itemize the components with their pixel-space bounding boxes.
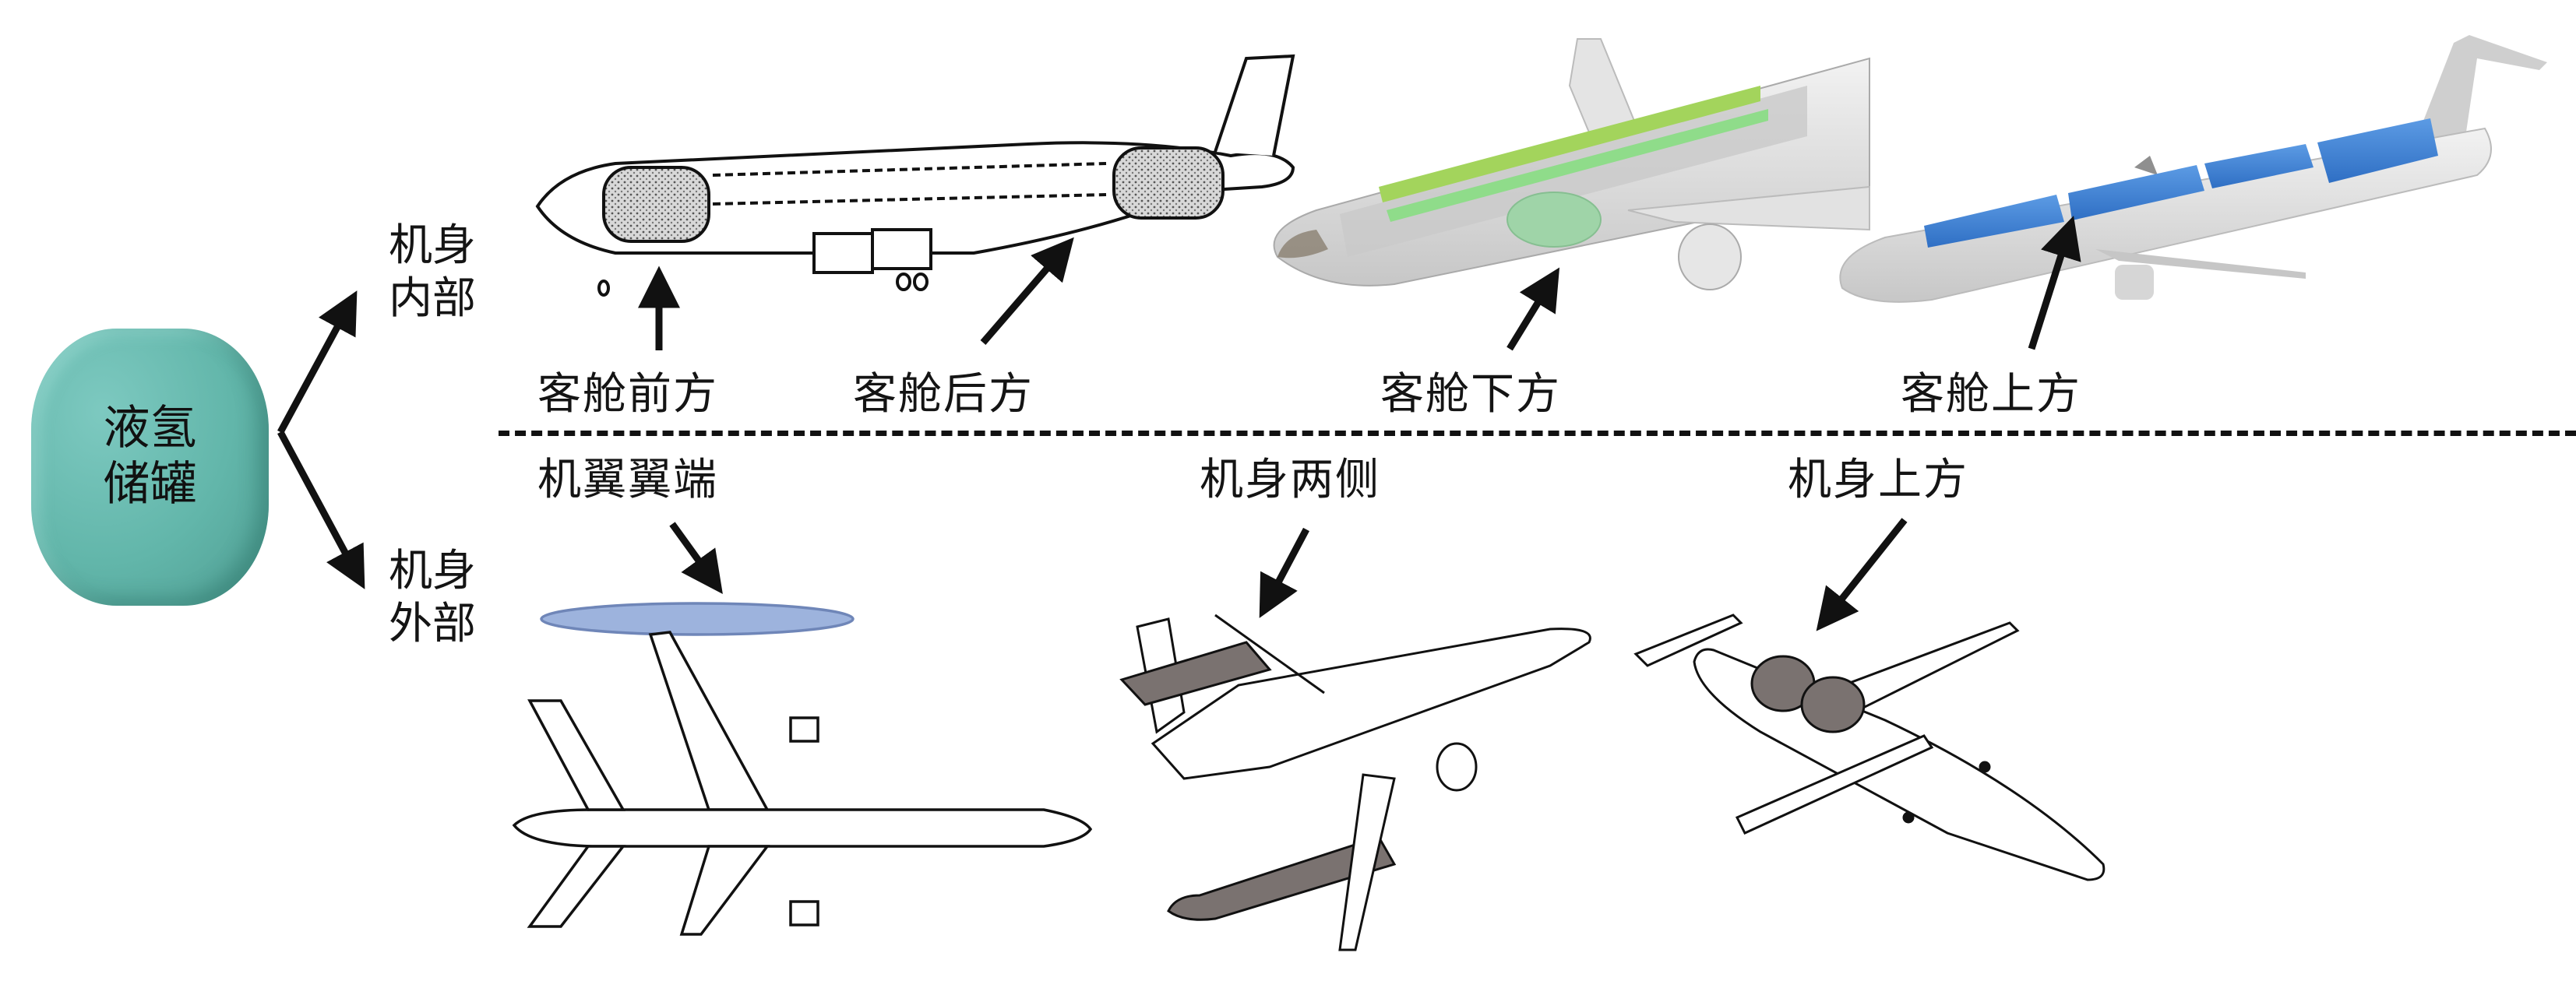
aircraft-fuselage-top: [1633, 614, 2106, 881]
aircraft-cabin-below: [1273, 38, 1870, 290]
arrow-fuselage-top: [1816, 518, 1908, 631]
liquid-hydrogen-tank: 液氢 储罐: [31, 329, 269, 606]
side-tank-lower: [1167, 835, 1397, 921]
branch-inside-line2: 内部: [389, 273, 476, 324]
front-tank: [602, 166, 710, 243]
section-divider: [499, 431, 2576, 436]
above-tank-3: [2204, 144, 2313, 188]
above-tank-4: [2317, 118, 2438, 183]
branch-outside-line2: 外部: [389, 599, 476, 649]
below-cabin-tank: [1506, 192, 1602, 248]
tank-label: 液氢 储罐: [31, 400, 269, 512]
label-cabin-below: 客舱下方: [1380, 369, 1561, 420]
tank-label-line2: 储罐: [103, 457, 197, 512]
arrow-wingtip: [669, 522, 723, 594]
arrow-to-outside: [277, 430, 365, 589]
label-wingtip: 机翼翼端: [537, 455, 718, 505]
arrow-cabin-above: [2028, 216, 2081, 350]
branch-inside-line1: 机身: [389, 220, 476, 271]
tank-label-line1: 液氢: [103, 401, 197, 455]
label-cabin-rear: 客舱后方: [853, 369, 1034, 420]
arrow-to-inside: [277, 290, 358, 434]
aircraft-wingtip: [512, 602, 1093, 936]
above-tank-1: [1924, 195, 2064, 248]
arrow-cabin-below: [1506, 267, 1560, 351]
branch-arrows: [277, 290, 365, 589]
top-tank-2: [1800, 676, 1866, 733]
arrow-fuselage-sides: [1259, 527, 1309, 618]
side-tank-upper: [1119, 641, 1272, 706]
rear-tank: [1112, 146, 1225, 220]
branch-outside-label: 机身 外部: [378, 545, 487, 651]
label-cabin-above: 客舱上方: [1901, 369, 2081, 420]
label-fuselage-sides: 机身两侧: [1200, 455, 1380, 505]
label-fuselage-top: 机身上方: [1788, 455, 1968, 505]
aircraft-cabin-above: [1839, 35, 2547, 303]
arrow-cabin-rear: [980, 237, 1074, 345]
above-tank-2: [2068, 165, 2204, 220]
label-cabin-front: 客舱前方: [537, 369, 718, 420]
wingtip-tank: [540, 602, 855, 636]
branch-outside-line1: 机身: [389, 546, 476, 596]
aircraft-fuselage-sides: [1119, 614, 1591, 951]
aircraft-cabin-front-rear: [535, 54, 1295, 297]
branch-inside-label: 机身 内部: [378, 220, 487, 325]
